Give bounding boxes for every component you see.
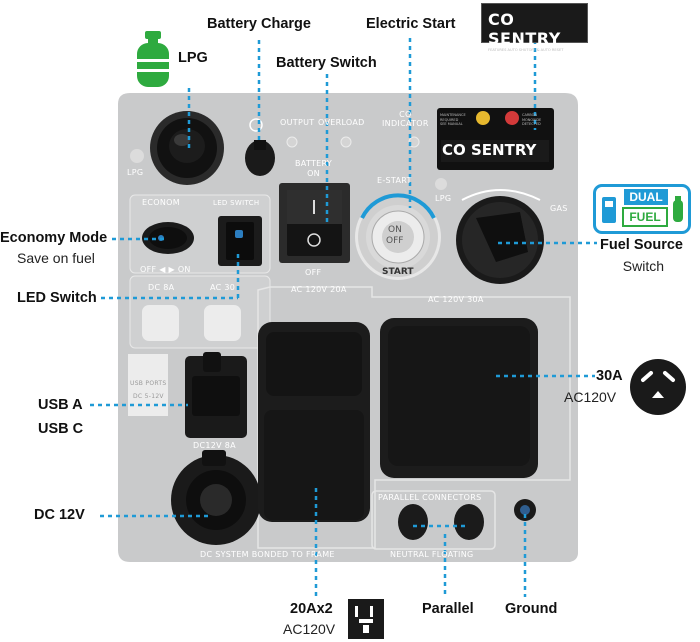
callout-fuel-source-sub: Switch — [570, 258, 664, 274]
ac-30a-outlet-cover — [380, 318, 538, 478]
parallel-connector-left — [398, 504, 428, 540]
panel-econom: ECONOM — [142, 198, 180, 207]
panel-overload: OVERLOAD — [318, 118, 365, 127]
callout-ground: Ground — [505, 601, 557, 617]
lpg-tank-icon — [136, 31, 170, 89]
panel-led-switch: LED SWITCH — [213, 199, 259, 207]
callout-20ax2: 20Ax2 — [290, 601, 333, 617]
battery-charge-plug — [245, 140, 275, 176]
callout-30a-sub: AC120V — [564, 389, 616, 405]
usb-ports-cover — [185, 352, 247, 438]
panel-output: OUTPUT — [280, 118, 314, 127]
callout-electric-start: Electric Start — [366, 16, 455, 32]
callout-lpg: LPG — [178, 50, 208, 66]
lpg-knob — [150, 111, 224, 185]
co-sentry-logo: CO SENTRY FEATURES AUTO SHUTOFF & AUTO R… — [481, 3, 588, 43]
fuel-label: FUEL — [622, 207, 668, 227]
panel-ac-120v-30a: AC 120V 30A — [428, 295, 484, 304]
callout-20ax2-sub: AC120V — [283, 621, 335, 637]
fuel-pump-icon — [600, 193, 622, 227]
callout-led-switch: LED Switch — [17, 290, 97, 306]
ac-30-reset — [204, 305, 241, 341]
callout-battery-charge: Battery Charge — [207, 16, 311, 32]
dual-fuel-logo: DUAL FUEL — [593, 184, 691, 234]
callout-economy-mode: Economy Mode — [0, 230, 107, 246]
twist-lock-outlet-icon — [629, 358, 687, 416]
panel-parallel-connectors: PARALLEL CONNECTORS — [378, 493, 481, 502]
panel-off-on: OFF ◀ ▶ ON — [140, 265, 191, 274]
callout-dc-12v: DC 12V — [34, 507, 85, 523]
panel-lpg-left: LPG — [127, 168, 143, 177]
panel-dc-8a: DC 8A — [148, 283, 174, 292]
co-sentry-logo-tagline: FEATURES AUTO SHUTOFF & AUTO RESET — [482, 48, 587, 52]
dual-label: DUAL — [624, 189, 668, 205]
panel-dc-5-12v: DC 5-12V — [133, 393, 164, 400]
callout-economy-mode-sub: Save on fuel — [17, 250, 95, 266]
panel-ac-30: AC 30 — [210, 283, 235, 292]
panel-co-sentry-text: CO SENTRY — [442, 141, 536, 159]
co-sentry-logo-text: CO SENTRY — [482, 4, 587, 48]
callout-fuel-source: Fuel Source — [570, 237, 683, 253]
panel-ac-120v-20a: AC 120V 20A — [291, 285, 347, 294]
panel-dc-system: DC SYSTEM BONDED TO FRAME — [200, 550, 335, 559]
panel-key-on: ON — [388, 225, 402, 235]
battery-rocker-switch — [279, 183, 350, 263]
panel-gas: GAS — [550, 204, 568, 213]
panel-carbon: CARBON MONOXIDE DETECTED — [522, 113, 541, 127]
parallel-connector-right — [454, 504, 484, 540]
panel-off: OFF — [305, 268, 321, 277]
panel-lpg-right: LPG — [435, 194, 451, 203]
economy-switch — [142, 222, 194, 254]
callout-battery-switch: Battery Switch — [276, 55, 377, 71]
callout-parallel: Parallel — [422, 601, 474, 617]
led-switch-rocker — [218, 216, 262, 266]
panel-maintenance: MAINTENANCE REQUIRED SEE MANUAL — [440, 113, 466, 127]
panel-battery-on: BATTERY ON — [295, 159, 332, 179]
callout-30a: 30A — [596, 368, 623, 384]
panel-neutral-floating: NEUTRAL FLOATING — [390, 550, 474, 559]
panel-co-indicator: CO INDICATOR — [382, 110, 429, 128]
dc-8a-reset — [142, 305, 179, 341]
callout-usb-c: USB C — [38, 421, 83, 437]
lpg-tank-icon-small — [670, 195, 686, 225]
panel-start: START — [382, 267, 414, 277]
ac-20a-outlet-cover — [258, 322, 370, 522]
panel-usb-ports: USB PORTS — [130, 380, 166, 387]
lpg-indicator-light — [130, 149, 144, 163]
duplex-outlet-icon — [348, 599, 384, 639]
panel-dc-12v-8a: DC12V 8A — [193, 441, 236, 450]
panel-key-off: OFF — [386, 236, 403, 246]
callout-usb-a: USB A — [38, 397, 83, 413]
panel-e-start: E-START — [377, 176, 412, 185]
